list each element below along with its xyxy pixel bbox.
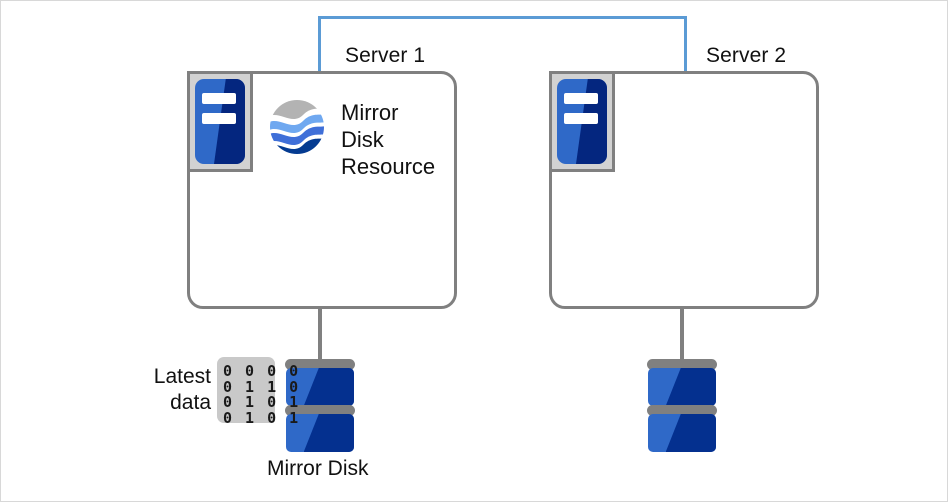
binary-row: 0 1 1 0 <box>223 377 301 396</box>
server-2-disk-connector <box>680 309 684 363</box>
disk-slab-shade <box>665 414 716 452</box>
binary-row: 0 1 0 1 <box>223 408 301 427</box>
mirror-disk-2-stack <box>647 359 717 463</box>
disk-plate-top <box>647 359 717 370</box>
interconnect-right-segment <box>684 16 687 73</box>
mirror-disk-resource-label: Mirror Disk Resource <box>341 99 435 180</box>
disk-slab-upper <box>286 368 354 406</box>
resource-label-line-2: Disk <box>341 127 384 152</box>
server-icon-slot-top <box>563 93 598 105</box>
latest-data-line-2: data <box>170 391 211 414</box>
server-1-machine-icon <box>187 71 253 172</box>
disk-slab-lower <box>648 414 716 452</box>
mirror-disk-1-caption: Mirror Disk <box>267 457 369 480</box>
disk-slab-lower <box>286 414 354 452</box>
server-icon-slot-top <box>201 93 236 105</box>
server-2-machine-icon <box>549 71 615 172</box>
interconnect-left-segment <box>318 16 321 73</box>
server-icon-slot-bottom <box>201 113 236 125</box>
latest-data-binary-block: 0 0 0 0 0 1 1 0 0 1 0 1 0 1 0 1 <box>217 357 301 425</box>
binary-row: 0 1 0 1 <box>223 393 301 411</box>
disk-plate-middle <box>285 405 355 416</box>
server-2-label: Server 2 <box>706 44 787 67</box>
disk-slab-shade <box>303 414 354 452</box>
server-icon-slot-bottom <box>563 113 598 125</box>
mirror-disk-resource-globe-icon <box>269 99 325 155</box>
server-icon-body <box>195 79 245 164</box>
server-1-disk-connector <box>318 309 322 363</box>
globe-svg <box>270 100 324 154</box>
interconnect-top-segment <box>318 16 687 19</box>
server-icon-body <box>557 79 607 164</box>
server-1-label: Server 1 <box>345 44 426 67</box>
resource-label-line-3: Resource <box>341 154 436 179</box>
mirror-disk-1-stack <box>285 359 355 463</box>
disk-plate-middle <box>647 405 717 416</box>
latest-data-label: Latest data <box>111 364 211 416</box>
disk-slab-shade <box>665 368 716 406</box>
binary-row: 0 0 0 0 <box>223 362 301 380</box>
resource-label-line-1: Mirror <box>341 100 399 125</box>
disk-plate-top <box>285 359 355 370</box>
disk-slab-shade <box>303 368 354 406</box>
latest-data-line-1: Latest <box>153 365 211 388</box>
disk-slab-upper <box>648 368 716 406</box>
